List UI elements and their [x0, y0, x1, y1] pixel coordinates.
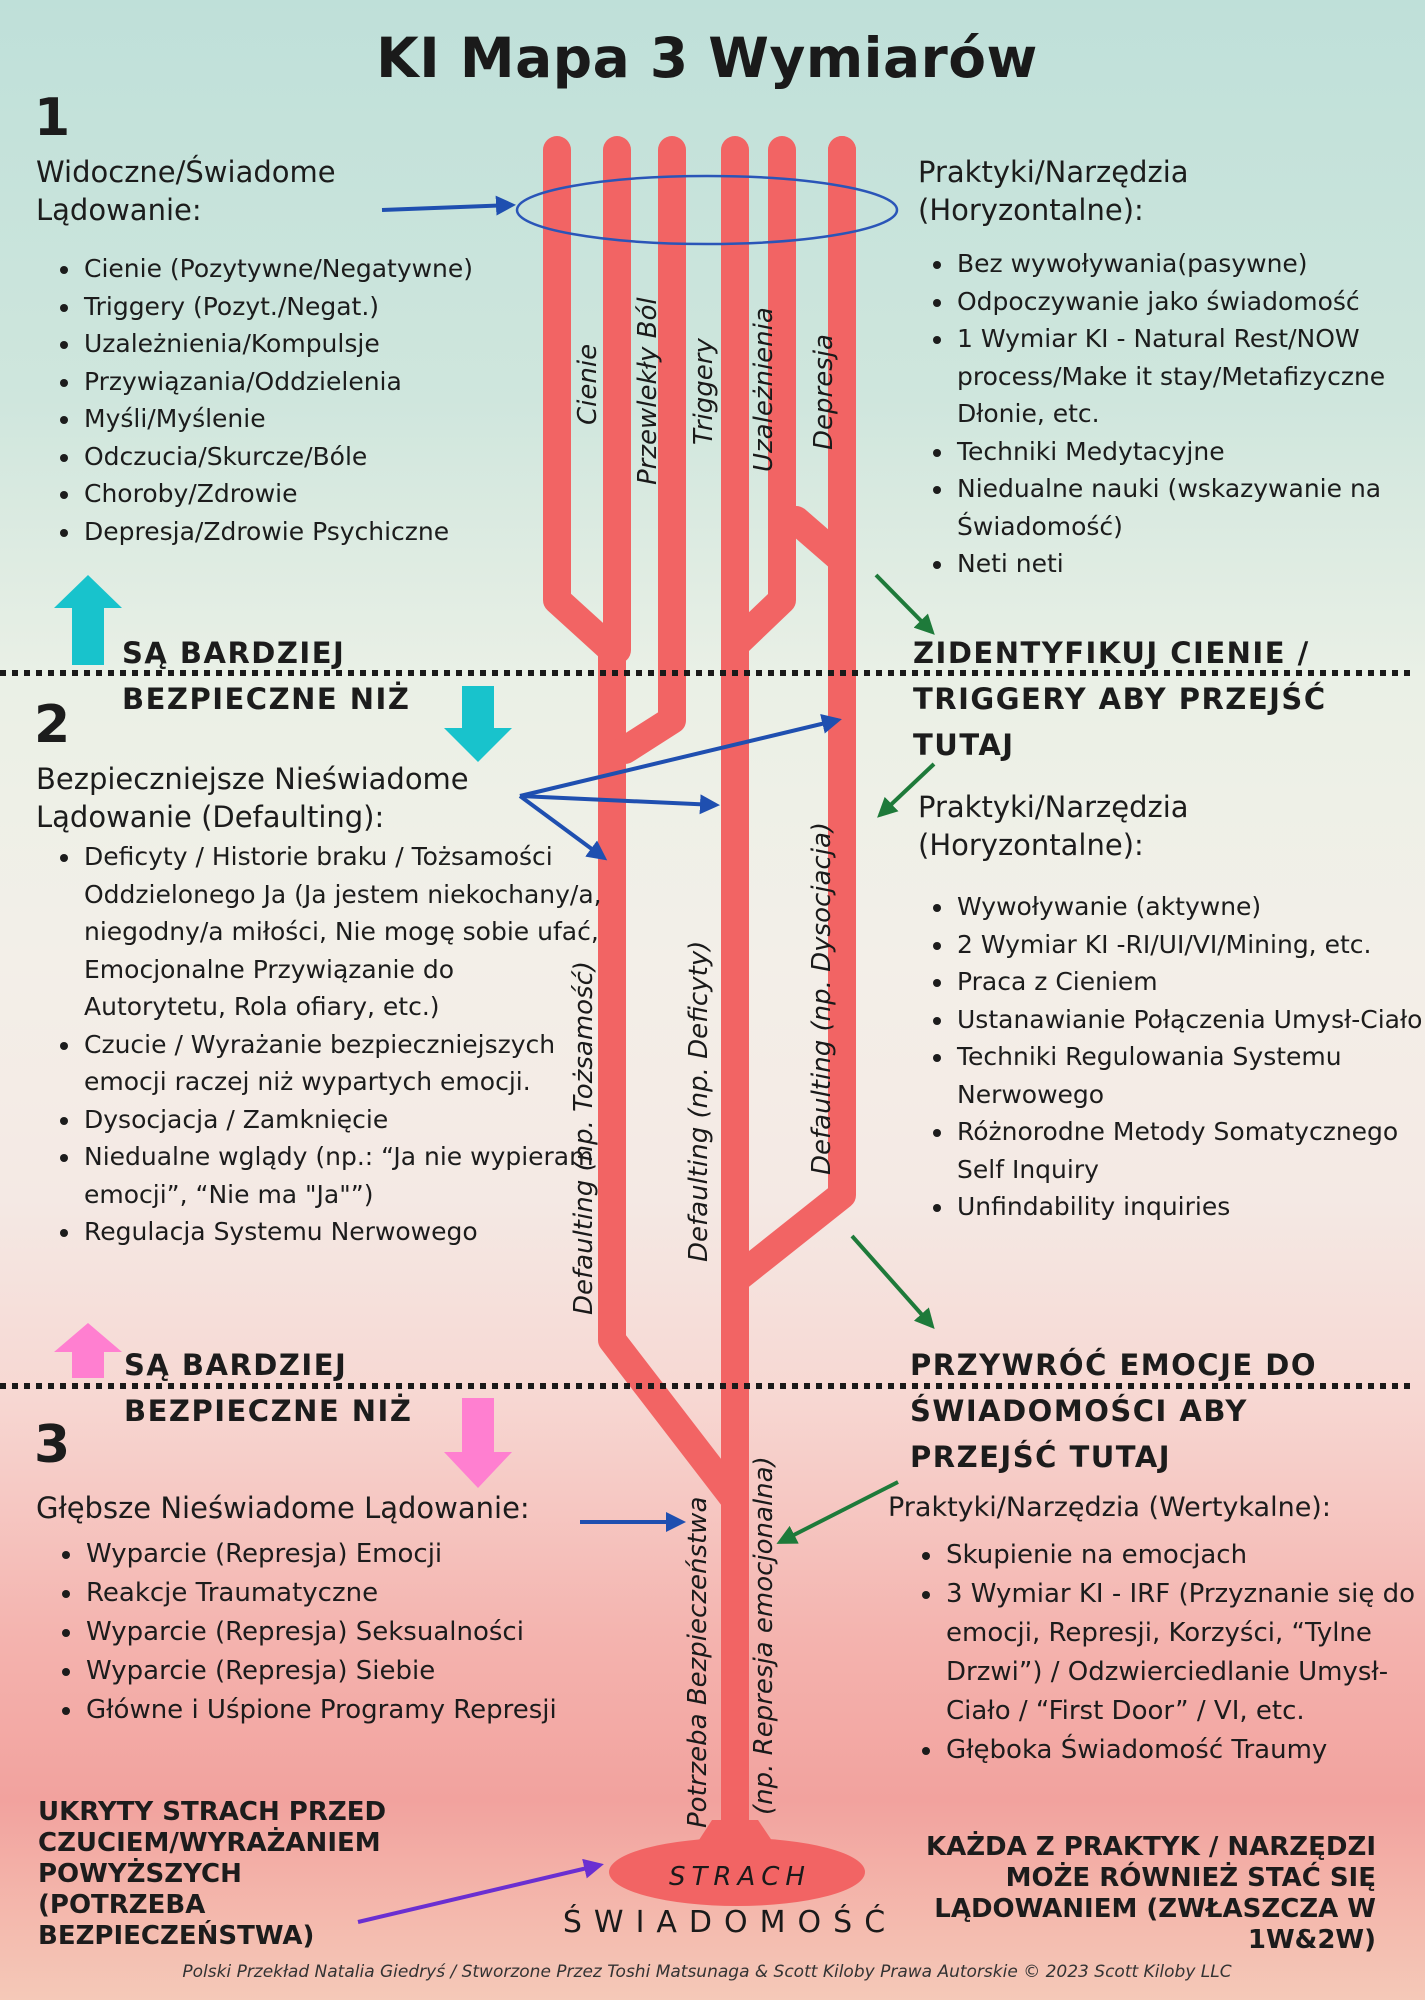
cta-identify-shadows: ZIDENTYFIKUJ CIENIE / TRIGGERY ABY PRZEJ…: [913, 636, 1327, 762]
section-1-list: Cienie (Pozytywne/Negatywne) Triggery (P…: [36, 250, 602, 550]
each-practice-note: KAŻDA Z PRAKTYK / NARZĘDZI MOŻE RÓWNIEŻ …: [925, 1832, 1376, 1955]
arrow-green-4: [776, 1480, 899, 1544]
list-item: Główne i Uśpione Programy Represji: [84, 1691, 664, 1730]
down-arrow-pink: [444, 1398, 512, 1488]
arrow-purple: [357, 1858, 604, 1924]
footer-credits: Polski Przekład Natalia Giedryś / Stworz…: [182, 1962, 1232, 1982]
section-2-list: Deficyty / Historie braku / Tożsamości O…: [36, 838, 602, 1251]
list-item: Deficyty / Historie braku / Tożsamości O…: [82, 838, 602, 1026]
list-item: Triggery (Pozyt./Negat.): [82, 288, 602, 326]
section-1-heading: Widoczne/Świadome Lądowanie:: [36, 155, 336, 227]
list-item: Przywiązania/Oddzielenia: [82, 363, 602, 401]
arrow-blue-2c: [518, 794, 608, 861]
defaulting-label-deficyty: Defaulting (np. Deficyty): [684, 941, 714, 1262]
down-arrow-teal: [444, 686, 512, 762]
list-item: Techniki Medytacyjne: [955, 433, 1425, 471]
branch-label-uzaleznienia: Uzależnienia: [749, 307, 779, 472]
up-arrow-teal: [54, 575, 122, 665]
list-item: Niedualne wglądy (np.: “Ja nie wypieram …: [82, 1138, 602, 1213]
list-item: Ustanawianie Połączenia Umysł-Ciało: [955, 1001, 1425, 1039]
section-3-practices-heading: Praktyki/Narzędzia (Wertykalne):: [888, 1492, 1331, 1523]
defaulting-label-dysocjacja: Defaulting (np. Dysocjacja): [807, 822, 837, 1175]
list-item: Neti neti: [955, 545, 1425, 583]
cta-restore-emotions: PRZYWRÓĆ EMOCJE DO ŚWIADOMOŚCI ABY PRZEJ…: [910, 1348, 1317, 1474]
section-3-list: Wyparcie (Represja) Emocji Reakcje Traum…: [38, 1535, 664, 1730]
strach-root: [609, 1838, 865, 1906]
up-arrow-pink: [54, 1323, 122, 1378]
branch-label-przewlekly: Przewlekły Ból: [633, 297, 663, 485]
section-1-practices-heading: Praktyki/Narzędzia (Horyzontalne):: [918, 155, 1189, 227]
arrow-blue-2b: [519, 794, 720, 815]
list-item: Wyparcie (Represja) Emocji: [84, 1535, 664, 1574]
list-item: 3 Wymiar KI - IRF (Przyznanie się do emo…: [944, 1575, 1424, 1731]
defaulting-label-tozsamosc: Defaulting (np. Tożsamość): [569, 961, 599, 1315]
arrow-blue-1: [381, 195, 516, 216]
trunk-label-represja: (np. Represja emocjonalna): [749, 1456, 779, 1815]
list-item: 1 Wymiar KI - Natural Rest/NOW process/M…: [955, 320, 1425, 433]
section-3-number: 3: [34, 1415, 71, 1475]
hidden-fear-note: UKRYTY STRACH PRZED CZUCIEM/WYRAŻANIEM P…: [38, 1797, 387, 1951]
list-item: Unfindability inquiries: [955, 1188, 1425, 1226]
safer-label-2: SĄ BARDZIEJ BEZPIECZNE NIŻ: [124, 1348, 413, 1428]
list-item: Odpoczywanie jako świadomość: [955, 283, 1425, 321]
list-item: Praca z Cieniem: [955, 963, 1425, 1001]
list-item: Różnorodne Metody Somatycznego Self Inqu…: [955, 1113, 1425, 1188]
list-item: Choroby/Zdrowie: [82, 475, 602, 513]
list-item: Wyparcie (Represja) Seksualności: [84, 1613, 664, 1652]
section-2-practices-heading: Praktyki/Narzędzia (Horyzontalne):: [918, 790, 1189, 862]
arrow-green-1: [874, 573, 935, 635]
list-item: Uzależnienia/Kompulsje: [82, 325, 602, 363]
list-item: Myśli/Myślenie: [82, 400, 602, 438]
list-item: Głęboka Świadomość Traumy: [944, 1731, 1424, 1770]
branch-label-triggery: Triggery: [689, 338, 719, 445]
top-ellipse: [515, 174, 899, 246]
list-item: Wyparcie (Represja) Siebie: [84, 1652, 664, 1691]
list-item: Niedualne nauki (wskazywanie na Świadomo…: [955, 470, 1425, 545]
section-1-practices: Bez wywoływania(pasywne) Odpoczywanie ja…: [909, 245, 1425, 583]
section-2-number: 2: [34, 695, 71, 755]
safer-label-1: SĄ BARDZIEJ BEZPIECZNE NIŻ: [122, 636, 411, 716]
list-item: Wywoływanie (aktywne): [955, 888, 1425, 926]
section-2-practices: Wywoływanie (aktywne) 2 Wymiar KI -RI/UI…: [909, 888, 1425, 1226]
list-item: Regulacja Systemu Nerwowego: [82, 1213, 602, 1251]
section-3-heading: Głębsze Nieświadome Lądowanie:: [36, 1491, 530, 1525]
list-item: Techniki Regulowania Systemu Nerwowego: [955, 1038, 1425, 1113]
awareness-label: ŚWIADOMOŚĆ: [563, 1903, 897, 1940]
list-item: Odczucia/Skurcze/Bóle: [82, 438, 602, 476]
branch-label-depresja: Depresja: [809, 334, 839, 450]
trunk-label-potrzeba: Potrzeba Bezpieczeństwa: [683, 1497, 713, 1828]
list-item: Skupienie na emocjach: [944, 1536, 1424, 1575]
section-1-number: 1: [34, 88, 71, 148]
root-label-strach: STRACH: [669, 1862, 811, 1892]
tree-branches: [543, 136, 856, 1844]
list-item: Cienie (Pozytywne/Negatywne): [82, 250, 602, 288]
list-item: 2 Wymiar KI -RI/UI/VI/Mining, etc.: [955, 926, 1425, 964]
branch-label-cienie: Cienie: [573, 344, 603, 425]
section-2-heading: Bezpieczniejsze Nieświadome Lądowanie (D…: [36, 762, 469, 834]
list-item: Dysocjacja / Zamknięcie: [82, 1101, 602, 1139]
list-item: Bez wywoływania(pasywne): [955, 245, 1425, 283]
list-item: Depresja/Zdrowie Psychiczne: [82, 513, 602, 551]
branch-triggery: [611, 136, 686, 764]
list-item: Czucie / Wyrażanie bezpieczniejszych emo…: [82, 1026, 602, 1101]
branch-right: [721, 136, 856, 1294]
section-3-practices: Skupienie na emocjach 3 Wymiar KI - IRF …: [898, 1536, 1424, 1770]
arrow-blue-2a: [519, 713, 842, 798]
branch-uzaleznienia: [721, 136, 796, 659]
list-item: Reakcje Traumatyczne: [84, 1574, 664, 1613]
arrow-green-3: [850, 1234, 935, 1329]
page-title: KI Mapa 3 Wymiarów: [376, 26, 1038, 90]
arrow-green-2: [877, 762, 936, 818]
